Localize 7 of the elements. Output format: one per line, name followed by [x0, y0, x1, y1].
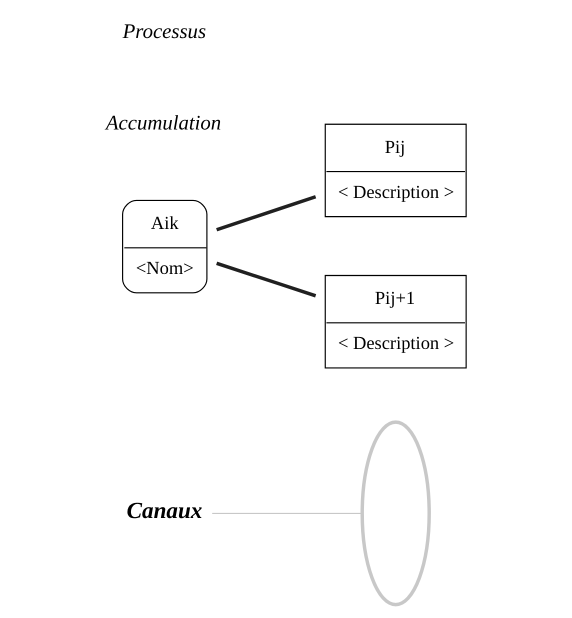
node-ellipse [360, 420, 431, 606]
connector [212, 512, 362, 514]
connector [216, 262, 316, 298]
node-text: Canaux [126, 497, 202, 524]
connector [216, 195, 316, 232]
label: Accumulation [106, 111, 222, 134]
label: Processus [122, 20, 206, 44]
